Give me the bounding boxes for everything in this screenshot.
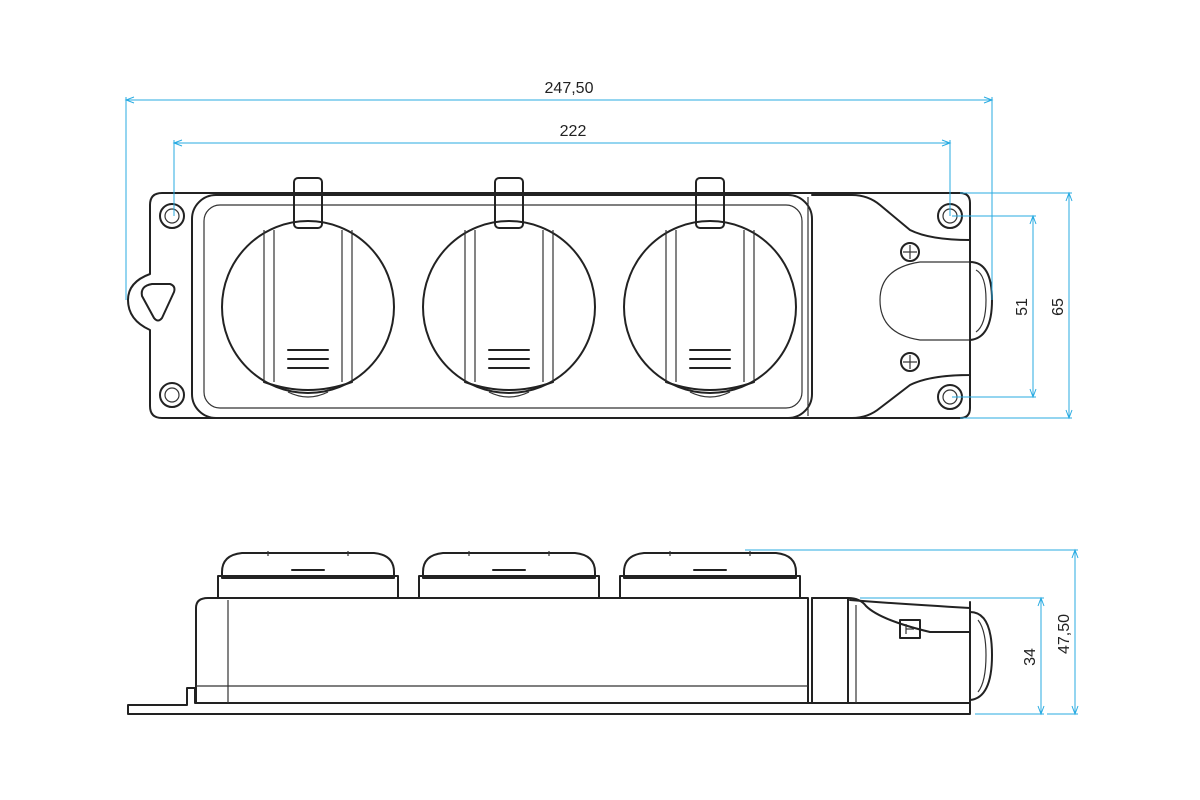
housing-screw-bottom-icon (900, 352, 920, 372)
side-cable-gland (969, 611, 993, 701)
side-main-body (195, 597, 809, 704)
mount-hole-bottom-left (159, 382, 185, 408)
dimension-hole-spacing-width: 51 (952, 214, 1037, 399)
main-housing-outer (191, 194, 813, 419)
dimension-label: 65 (1050, 298, 1067, 316)
main-housing-inner (203, 204, 803, 409)
dimension-body-height: 34 (860, 596, 1045, 716)
side-base-plate (127, 687, 971, 715)
side-cable-entry (811, 597, 971, 633)
dimension-overall-length: 247,50 (124, 80, 994, 300)
base-flange (127, 192, 971, 419)
socket-lid (422, 177, 596, 398)
mount-hole-top-left (159, 203, 185, 229)
dimension-hole-spacing-length: 222 (172, 123, 952, 216)
housing-screw-top-icon (900, 242, 920, 262)
side-socket-lid (217, 551, 399, 599)
dimension-label: 247,50 (545, 80, 594, 97)
socket-lid (623, 177, 797, 398)
socket-lid (221, 177, 395, 398)
hanging-hole (140, 283, 176, 322)
side-screw-icon (899, 619, 921, 639)
dimension-label: 47,50 (1056, 614, 1073, 654)
dimension-overall-height: 47,50 (745, 548, 1079, 716)
side-socket-lid (418, 551, 600, 599)
side-view: 34 47,50 (127, 548, 1079, 716)
dimension-label: 222 (560, 123, 587, 140)
dimension-overall-width: 65 (960, 191, 1073, 420)
dimension-label: 51 (1014, 298, 1031, 316)
side-socket-lid (619, 551, 801, 599)
top-view: 247,50 222 51 65 (124, 80, 1073, 420)
dimension-label: 34 (1022, 648, 1039, 666)
